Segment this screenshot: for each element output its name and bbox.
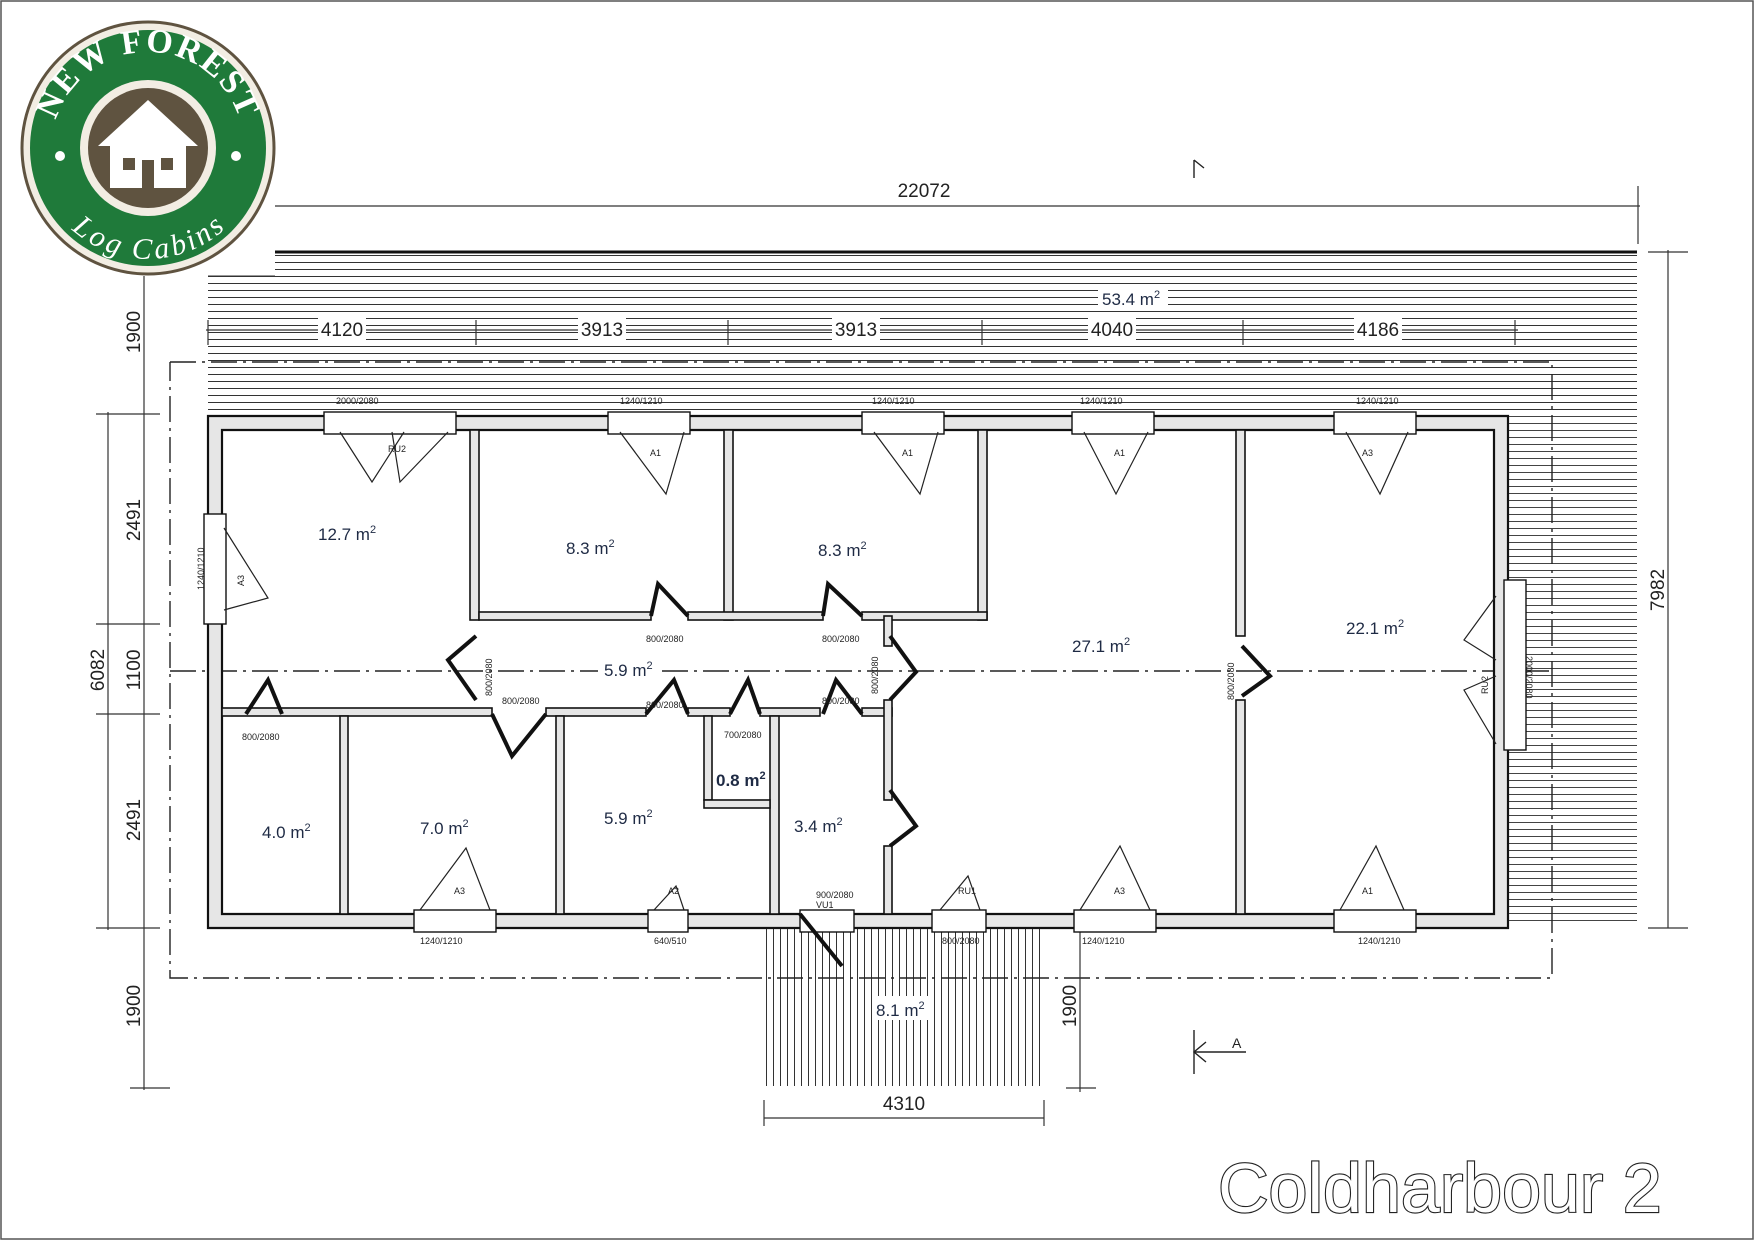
opening-bottom-code-3: VU1	[816, 900, 834, 910]
bay-5-label: 4186	[1357, 320, 1399, 341]
bay-3-label: 3913	[835, 320, 877, 341]
area-porch: 8.1 m2	[876, 1000, 925, 1020]
opening-internal-5: 800/2080	[646, 700, 684, 710]
area-room-right: 22.1 m2	[1346, 618, 1404, 638]
dimension-labels: 22072 4120 3913 3913 4040 4186 7982 6082…	[88, 181, 1669, 1115]
opening-internal-6: 800/2080	[822, 696, 860, 706]
opening-bottom-6: 1240/1210	[1358, 936, 1401, 946]
openings-frames	[203, 411, 1527, 933]
opening-bottom-2: 640/510	[654, 936, 687, 946]
opening-internal-9: 800/2080	[242, 732, 280, 742]
new-forest-logo: NEW FOREST Log Cabins	[20, 20, 276, 276]
opening-top-code-1: RU2	[388, 444, 406, 454]
opening-top-code-4: A1	[1114, 448, 1125, 458]
opening-left-code: A3	[236, 575, 246, 586]
opening-bottom-1: 1240/1210	[420, 936, 463, 946]
porch-width-label: 4310	[883, 1094, 925, 1115]
opening-bottom-4: 800/2080	[942, 936, 980, 946]
row-top-label: 2491	[124, 499, 145, 541]
opening-bottom-code-6: A1	[1362, 886, 1373, 896]
area-room-bottom-4: 3.4 m2	[794, 816, 843, 836]
opening-top-3: 1240/1210	[872, 396, 915, 406]
opening-bottom-code-5: A3	[1114, 886, 1125, 896]
area-corridor: 5.9 m2	[604, 660, 653, 680]
opening-bottom-code-2: A2	[668, 886, 679, 896]
top-veranda	[208, 250, 1637, 926]
opening-bottom-code-1: A3	[454, 886, 465, 896]
dimension-lines	[96, 186, 1688, 1126]
area-room-top-2: 8.3 m2	[566, 538, 615, 558]
area-room-bottom-2: 7.0 m2	[420, 818, 469, 838]
interior-walls	[221, 429, 1246, 915]
area-room-bottom-3: 5.9 m2	[604, 808, 653, 828]
exterior-walls	[206, 414, 1510, 930]
page-title: Coldharbour 2	[1218, 1149, 1662, 1227]
overall-depth-label: 7982	[1648, 569, 1669, 611]
opening-left: 1240/1210	[196, 547, 206, 590]
opening-top-1: 2000/2080	[336, 396, 379, 406]
row-bottom-label: 2491	[124, 799, 145, 841]
area-labels: 53.4 m2 12.7 m2 8.3 m2 8.3 m2 5.9 m2 27.…	[262, 284, 1404, 1020]
area-veranda: 53.4 m2	[1102, 289, 1160, 309]
opening-internal-2: 800/2080	[822, 634, 860, 644]
inner-depth-label: 6082	[88, 649, 109, 691]
veranda-bottom-depth-label: 1900	[124, 985, 145, 1027]
opening-top-4: 1240/1210	[1080, 396, 1123, 406]
opening-internal-3: 800/2080	[484, 658, 494, 696]
veranda-top-depth-label: 1900	[124, 311, 145, 353]
bay-2-label: 3913	[581, 320, 623, 341]
roof-outline	[169, 361, 1553, 979]
area-room-bottom-1: 4.0 m2	[262, 822, 311, 842]
opening-internal-8: 700/2080	[724, 730, 762, 740]
section-marker: A	[1192, 159, 1246, 1074]
area-store: 0.8 m2	[716, 770, 766, 790]
opening-top-code-2: A1	[650, 448, 661, 458]
door-leaves	[244, 579, 1274, 968]
opening-bottom-5: 1240/1210	[1082, 936, 1125, 946]
bay-4-label: 4040	[1091, 320, 1133, 341]
corridor-depth-label: 1100	[124, 650, 145, 691]
section-marker-label: A	[1232, 1035, 1242, 1051]
door-swings	[223, 431, 1497, 911]
opening-bottom-code-4: RU1	[958, 886, 976, 896]
opening-internal-10: 800/2080	[1226, 662, 1236, 700]
opening-internal-1: 800/2080	[646, 634, 684, 644]
opening-top-code-5: A3	[1362, 448, 1373, 458]
overall-width-label: 22072	[898, 181, 951, 202]
opening-right: 2000/2080	[1524, 656, 1534, 699]
opening-labels: 2000/2080 1240/1210 1240/1210 1240/1210 …	[196, 396, 1534, 946]
opening-internal-7: 800/2080	[870, 656, 880, 694]
opening-right-code: RU2	[1480, 676, 1490, 694]
bay-1-label: 4120	[321, 320, 363, 341]
opening-top-code-3: A1	[902, 448, 913, 458]
area-living: 27.1 m2	[1072, 636, 1130, 656]
opening-top-2: 1240/1210	[620, 396, 663, 406]
opening-top-5: 1240/1210	[1356, 396, 1399, 406]
opening-internal-4: 800/2080	[502, 696, 540, 706]
area-room-top-3: 8.3 m2	[818, 540, 867, 560]
opening-bottom-3: 900/2080	[816, 890, 854, 900]
area-room-top-1: 12.7 m2	[318, 524, 376, 544]
right-porch-depth-label: 1900	[1060, 985, 1081, 1027]
